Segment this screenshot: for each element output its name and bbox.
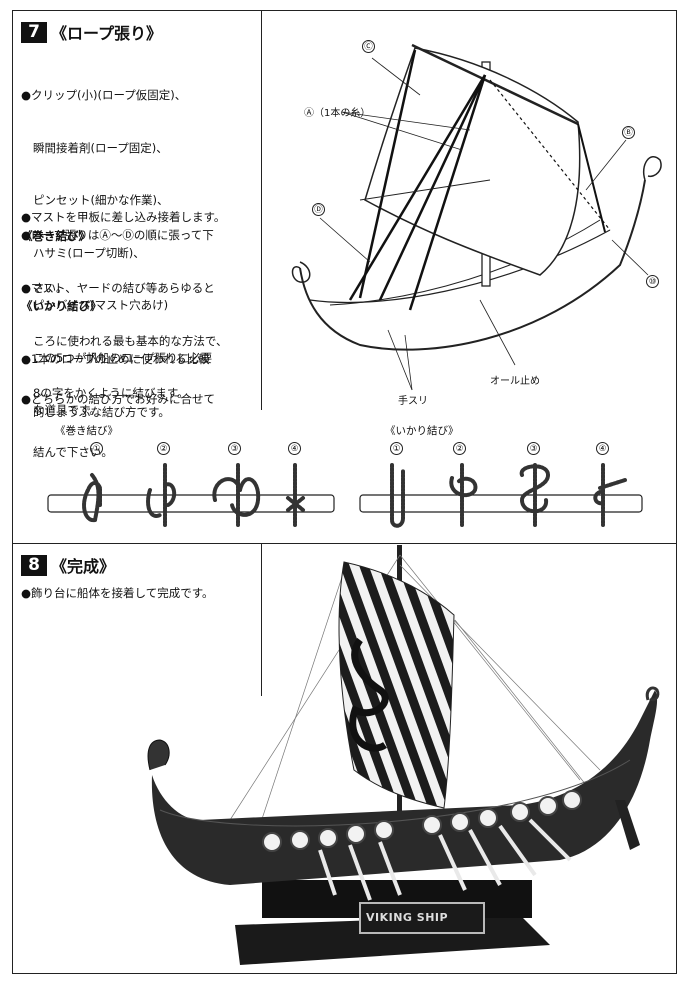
step7-title: 《ロープ張り》: [51, 24, 163, 43]
ikari-step-1: ①: [390, 442, 403, 455]
ikari-step-4: ④: [596, 442, 609, 455]
ikari-heading: 《いかり結び》: [21, 299, 102, 313]
label-oar-stop: オール止め: [490, 376, 540, 387]
ship-plaque-text: VIKING SHIP: [366, 911, 449, 924]
makimusubi-text: ●マスト、ヤードの結び等あらゆると ころに使われる最も基本的な方法で、 8の字を…: [21, 281, 228, 400]
ikari-text-1: ●1本のロープの止めに使われる比較 的じょうぶな結び方です。: [21, 352, 210, 419]
label-rope-b: Ⓑ: [622, 126, 635, 139]
column-divider-top: [261, 10, 262, 410]
maki-step-4: ④: [288, 442, 301, 455]
step7-bullet-order: ●ロープ張りはⒶ〜Ⓓの順に張って下 さい。: [21, 228, 214, 295]
column-divider-bottom: [261, 543, 262, 696]
label-rope-c: Ⓒ: [362, 40, 375, 53]
knots-ikari-title: 《いかり結び》: [385, 425, 459, 437]
knot-diagrams: [47, 463, 643, 528]
makimusubi-heading: 《巻き結び》: [21, 229, 90, 243]
ikari-step-2: ②: [453, 442, 466, 455]
step8-text: ●飾り台に船体を接着して完成です。: [21, 586, 214, 600]
label-rope-a: Ⓐ（1本の糸）: [304, 108, 371, 119]
label-handrail: 手スリ: [398, 396, 428, 407]
label-rope-d: Ⓓ: [312, 203, 325, 216]
step7-bullet-mast: ●マストを甲板に差し込み接着します。: [21, 210, 226, 224]
step7-heading: 7 《ロープ張り》: [21, 20, 162, 44]
knots-maki-title: 《巻き結び》: [55, 425, 118, 437]
label-part-10: ⑩: [646, 275, 659, 288]
step8-title: 《完成》: [51, 557, 116, 576]
section-divider: [12, 543, 677, 544]
step7-number: 7: [21, 21, 47, 43]
ikari-step-3: ③: [527, 442, 540, 455]
ship-rigging-diagram: [291, 43, 662, 391]
page-frame: [12, 10, 677, 974]
step8-number: 8: [21, 554, 47, 576]
maki-step-1: ①: [90, 442, 103, 455]
maki-step-2: ②: [157, 442, 170, 455]
maki-step-3: ③: [228, 442, 241, 455]
step8-heading: 8 《完成》: [21, 553, 115, 577]
step7-bullet-tools: ●クリップ(小)(ロープ仮固定)、 瞬間接着剤(ロープ固定)、 ピンセット(細か…: [21, 88, 213, 417]
